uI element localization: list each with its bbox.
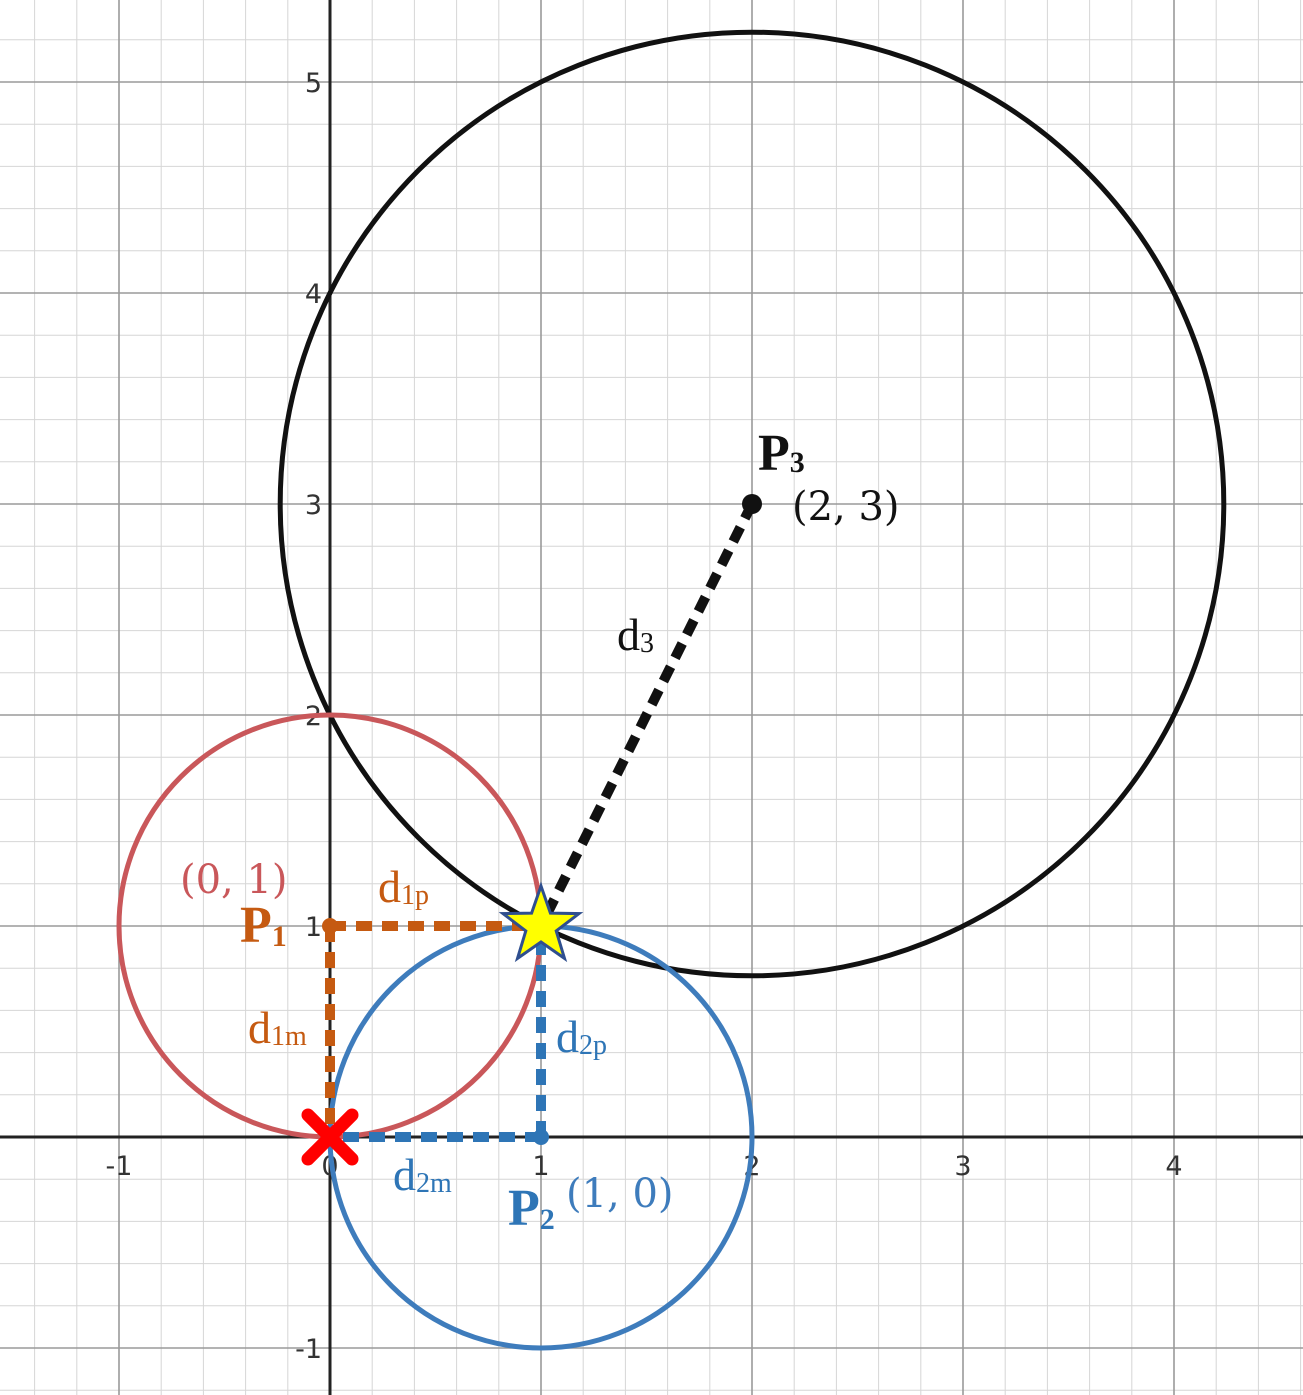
point-p2-coordinates: (1, 0) — [566, 1171, 674, 1217]
point-p3-label: P3 — [758, 425, 805, 482]
point-p2-label: P2 — [508, 1180, 555, 1237]
point-dots — [322, 494, 762, 1145]
distance-label-d1p: d1p — [378, 861, 429, 912]
circle-p3 — [277, 29, 1227, 979]
circles — [116, 29, 1227, 1351]
distance-segments — [325, 501, 757, 1142]
cross-marker-icon — [301, 1108, 359, 1166]
x-tick-label: 3 — [954, 1151, 971, 1182]
point-p1-dot — [322, 918, 338, 934]
segment-d3 — [536, 501, 757, 929]
x-tick-label: 1 — [532, 1151, 549, 1182]
x-tick-label: -1 — [106, 1151, 133, 1182]
point-p1-coordinates: (0, 1) — [180, 857, 288, 903]
point-p2-dot — [533, 1129, 549, 1145]
x-tick-label: 4 — [1165, 1151, 1182, 1182]
distance-label-d3: d3 — [617, 609, 654, 660]
point-p3-dot — [742, 494, 762, 514]
distance-label-d2m: d2m — [393, 1149, 452, 1200]
distance-label-d2p: d2p — [556, 1011, 607, 1062]
point-p1-label: P1 — [240, 897, 287, 954]
y-tick-label: 5 — [305, 68, 322, 99]
y-tick-label: 3 — [305, 490, 322, 521]
star-marker-icon — [498, 881, 584, 963]
y-tick-label: 4 — [305, 279, 322, 310]
y-tick-label: -1 — [295, 1334, 322, 1365]
point-p3-coordinates: (2, 3) — [792, 484, 900, 530]
distance-label-d1m: d1m — [248, 1002, 307, 1053]
y-tick-label: 1 — [305, 912, 322, 943]
